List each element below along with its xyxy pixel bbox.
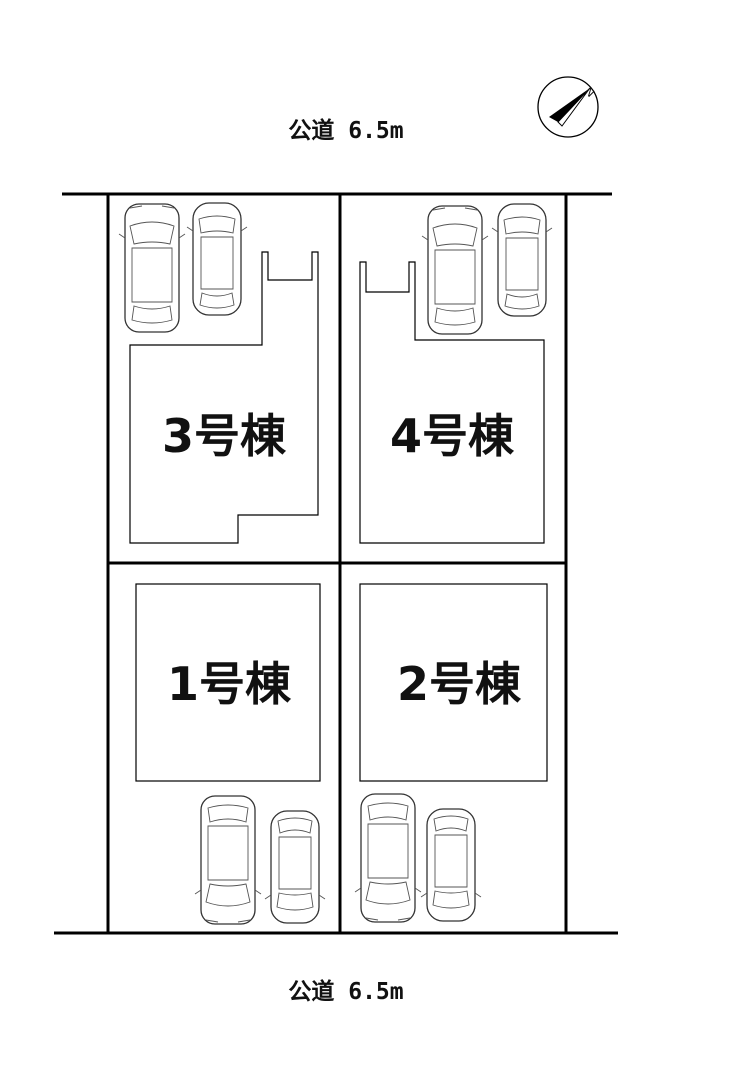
car-icon (491, 203, 553, 317)
car-icon (118, 203, 186, 333)
building-4-label: 4号棟 (390, 409, 515, 463)
building-3-footprint (129, 251, 319, 544)
car-icon (421, 205, 489, 335)
building-1-footprint (135, 583, 321, 782)
car-icon (420, 808, 482, 922)
south-road-label: 公道 6.5m (288, 978, 403, 1005)
lot-boundaries (106, 194, 568, 933)
building-1-label: 1号棟 (167, 657, 292, 711)
north-road-label: 公道 6.5m (288, 117, 403, 144)
car-icon (186, 202, 248, 316)
building-2-footprint (359, 583, 548, 782)
building-4-footprint (359, 261, 545, 544)
car-icon (194, 795, 262, 925)
north-arrow-icon: N (537, 76, 599, 138)
car-icon (354, 793, 422, 923)
car-icon (264, 810, 326, 924)
building-2-label: 2号棟 (397, 657, 522, 711)
building-3-label: 3号棟 (162, 409, 287, 463)
